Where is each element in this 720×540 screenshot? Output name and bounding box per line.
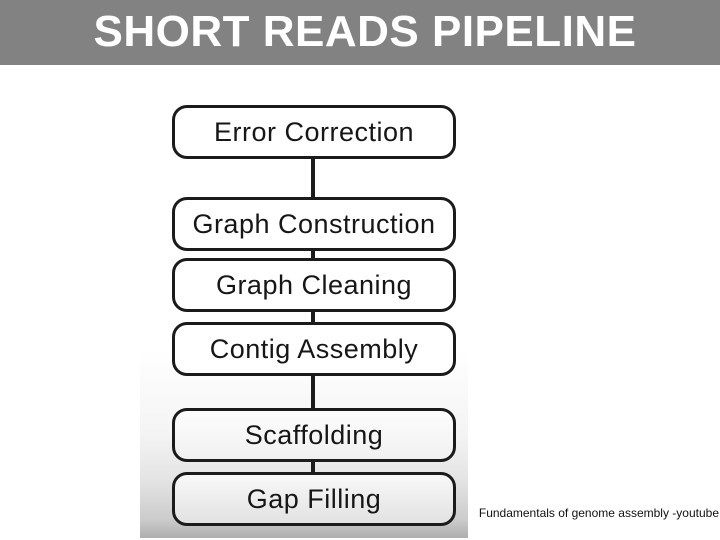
flow-step-label: Error Correction (213, 116, 415, 147)
flow-connector (311, 158, 315, 198)
flow-step-scaffolding: Scaffolding (172, 408, 456, 462)
flow-step-label: Scaffolding (244, 419, 384, 450)
flow-step-contig-assembly: Contig Assembly (172, 322, 456, 376)
flow-connector (311, 250, 315, 259)
slide-title: SHORT READS PIPELINE (93, 6, 637, 56)
source-caption: Fundamentals of genome assembly -youtube (478, 506, 719, 520)
flowchart-image: Error Correction Graph Construction Grap… (140, 65, 468, 538)
flow-step-graph-construction: Graph Construction (172, 197, 456, 251)
flow-step-label: Graph Cleaning (215, 269, 413, 300)
flow-step-gap-filling: Gap Filling (172, 472, 456, 526)
flow-step-label: Contig Assembly (209, 333, 419, 364)
flow-connector (311, 375, 315, 409)
flow-step-graph-cleaning: Graph Cleaning (172, 258, 456, 312)
flow-step-label: Gap Filling (246, 483, 382, 514)
slide-title-bar: SHORT READS PIPELINE (0, 0, 720, 65)
flow-connector (311, 311, 315, 323)
flow-connector (311, 461, 315, 473)
flow-step-error-correction: Error Correction (172, 105, 456, 159)
flow-step-label: Graph Construction (192, 208, 436, 239)
